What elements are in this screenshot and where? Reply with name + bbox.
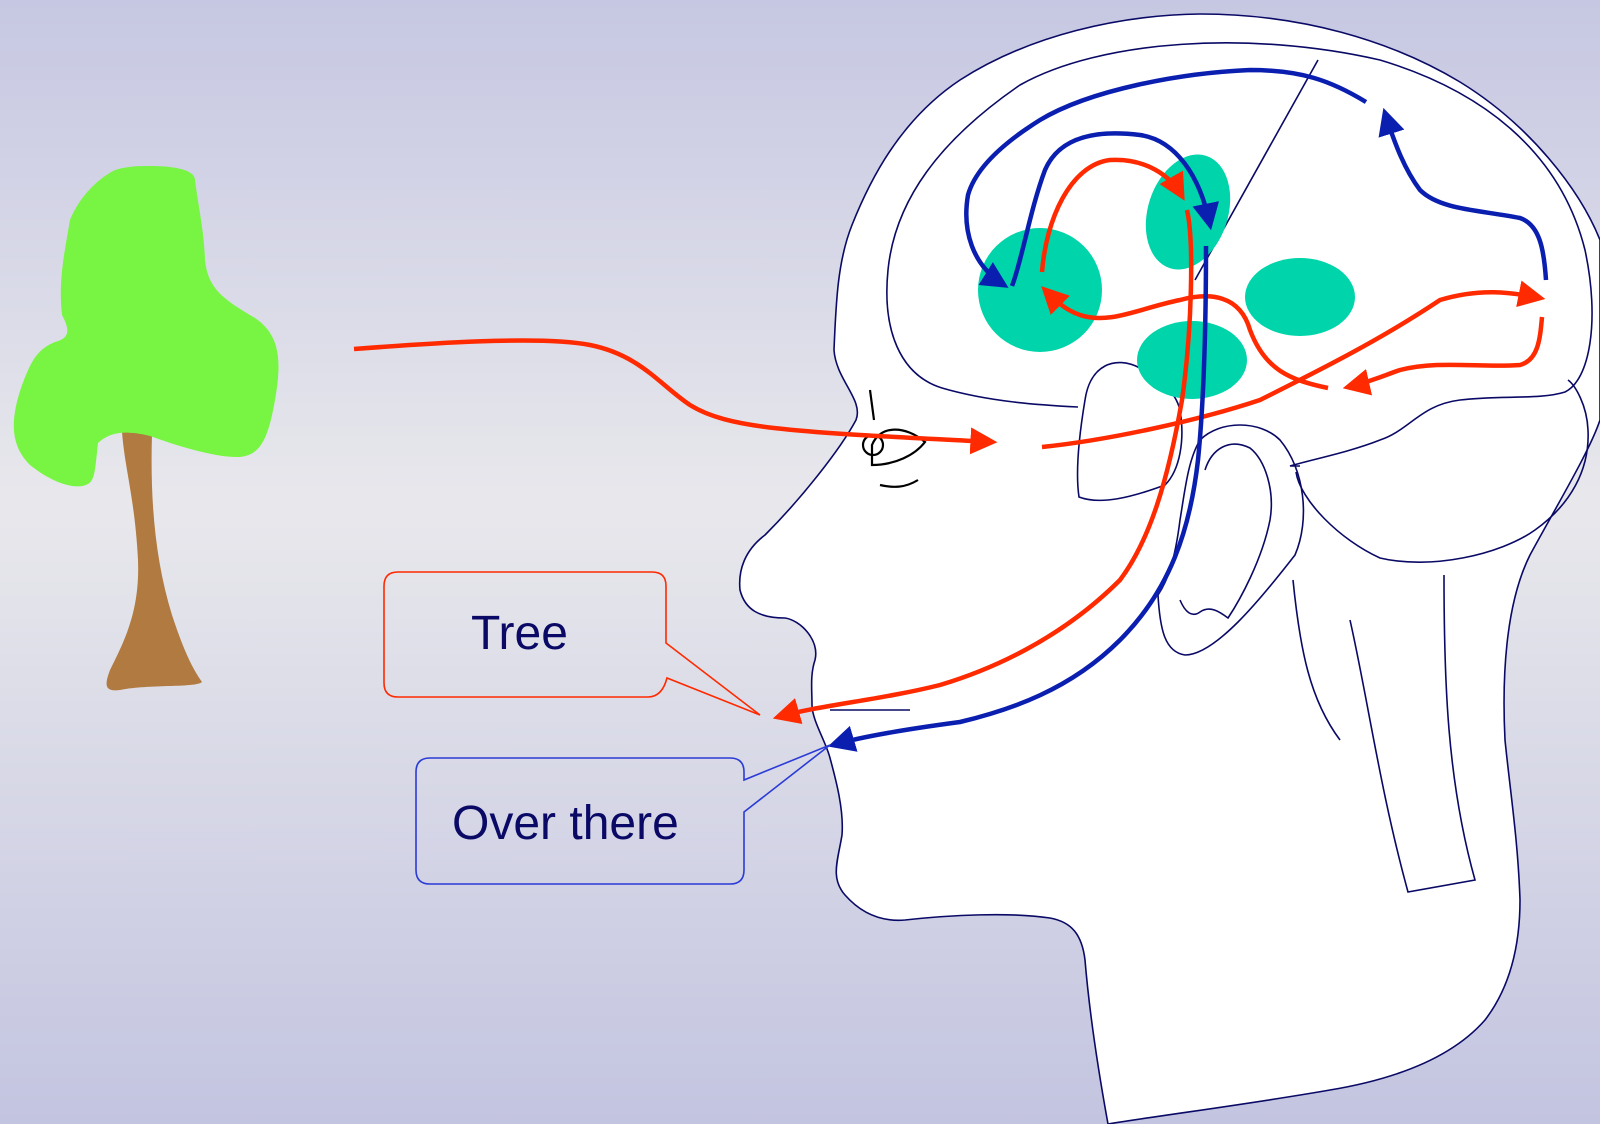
speech-bubble-over-there-text: Over there bbox=[452, 796, 679, 851]
speech-bubble-tree bbox=[384, 572, 760, 715]
brain-area-frontal bbox=[978, 228, 1102, 352]
brain-area-temporal bbox=[1137, 321, 1247, 399]
tree-illustration bbox=[14, 166, 279, 690]
speech-bubble-tree-text: Tree bbox=[471, 606, 568, 661]
brain-area-parietal bbox=[1245, 258, 1355, 336]
tree-trunk bbox=[107, 432, 202, 690]
